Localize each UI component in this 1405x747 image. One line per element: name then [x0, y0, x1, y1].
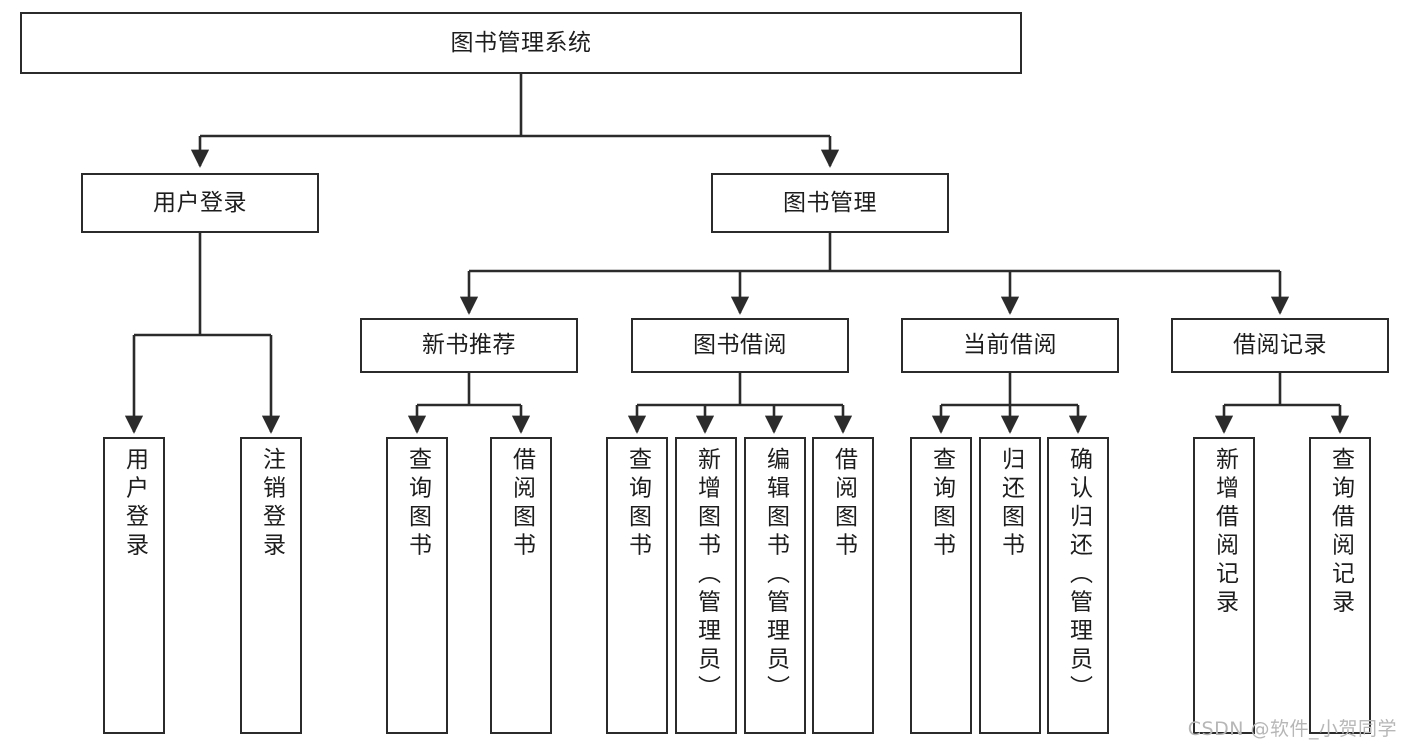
node-leaf-edit-book-admin[interactable]: 编辑图书（管理员）: [744, 437, 806, 734]
node-leaf-borrow-book-newbook-label: 借阅图书: [508, 447, 535, 561]
node-leaf-query-borrow-record-label: 查询借阅记录: [1327, 447, 1354, 618]
node-leaf-logout-label: 注销登录: [258, 447, 285, 561]
node-leaf-query-book-borrow[interactable]: 查询图书: [606, 437, 668, 734]
node-leaf-return-book-label: 归还图书: [997, 447, 1024, 561]
node-leaf-add-borrow-record[interactable]: 新增借阅记录: [1193, 437, 1255, 734]
node-book-manage-label: 图书管理: [783, 189, 877, 216]
node-borrow-record-label: 借阅记录: [1233, 332, 1327, 359]
node-book-borrow[interactable]: 图书借阅: [631, 318, 849, 373]
node-leaf-return-book[interactable]: 归还图书: [979, 437, 1041, 734]
node-leaf-query-book-current[interactable]: 查询图书: [910, 437, 972, 734]
node-leaf-borrow-book-newbook[interactable]: 借阅图书: [490, 437, 552, 734]
node-current-borrow[interactable]: 当前借阅: [901, 318, 1119, 373]
node-root-label: 图书管理系统: [450, 29, 592, 56]
node-leaf-confirm-return-admin[interactable]: 确认归还（管理员）: [1047, 437, 1109, 734]
node-new-book-recommend[interactable]: 新书推荐: [360, 318, 578, 373]
node-leaf-user-login-label: 用户登录: [121, 447, 148, 561]
node-leaf-query-book-newbook[interactable]: 查询图书: [386, 437, 448, 734]
node-leaf-add-book-admin[interactable]: 新增图书（管理员）: [675, 437, 737, 734]
node-current-borrow-label: 当前借阅: [963, 332, 1057, 359]
node-leaf-query-book-borrow-label: 查询图书: [624, 447, 651, 561]
node-user-login[interactable]: 用户登录: [81, 173, 319, 233]
node-leaf-add-borrow-record-label: 新增借阅记录: [1211, 447, 1238, 618]
node-leaf-borrow-book-label: 借阅图书: [830, 447, 857, 561]
node-leaf-logout[interactable]: 注销登录: [240, 437, 302, 734]
node-leaf-confirm-return-admin-label: 确认归还（管理员）: [1065, 447, 1092, 704]
node-leaf-add-book-admin-label: 新增图书（管理员）: [693, 447, 720, 704]
node-leaf-query-book-newbook-label: 查询图书: [404, 447, 431, 561]
node-borrow-record[interactable]: 借阅记录: [1171, 318, 1389, 373]
node-new-book-recommend-label: 新书推荐: [422, 332, 516, 359]
node-root[interactable]: 图书管理系统: [20, 12, 1022, 74]
node-book-manage[interactable]: 图书管理: [711, 173, 949, 233]
node-leaf-query-book-current-label: 查询图书: [928, 447, 955, 561]
node-leaf-query-borrow-record[interactable]: 查询借阅记录: [1309, 437, 1371, 734]
node-leaf-edit-book-admin-label: 编辑图书（管理员）: [762, 447, 789, 704]
node-leaf-borrow-book[interactable]: 借阅图书: [812, 437, 874, 734]
node-user-login-label: 用户登录: [153, 189, 247, 216]
node-leaf-user-login[interactable]: 用户登录: [103, 437, 165, 734]
node-book-borrow-label: 图书借阅: [693, 332, 787, 359]
